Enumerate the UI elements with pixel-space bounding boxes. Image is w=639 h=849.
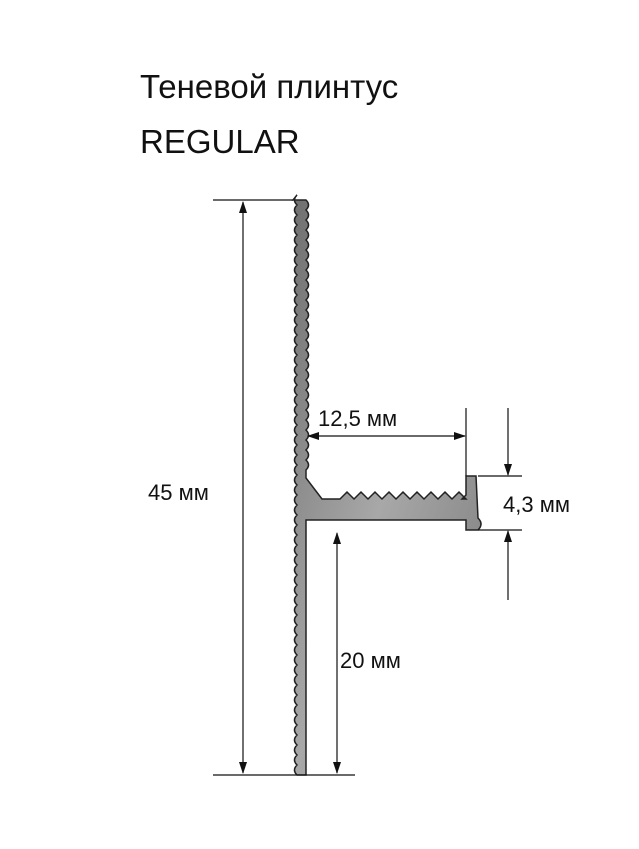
title-line-1: Теневой плинтус [140, 68, 399, 105]
label-20mm: 20 мм [340, 648, 401, 673]
dimension-4-3mm: 4,3 мм [478, 408, 570, 600]
profile-shape [291, 194, 482, 776]
dimension-12-5mm: 12,5 мм [307, 406, 467, 476]
dimension-20mm: 20 мм [333, 532, 401, 774]
title-line-2: REGULAR [140, 123, 300, 160]
dimension-45mm: 45 мм [148, 199, 355, 776]
label-12-5mm: 12,5 мм [318, 406, 397, 431]
label-45mm: 45 мм [148, 480, 209, 505]
label-4-3mm: 4,3 мм [503, 492, 570, 517]
